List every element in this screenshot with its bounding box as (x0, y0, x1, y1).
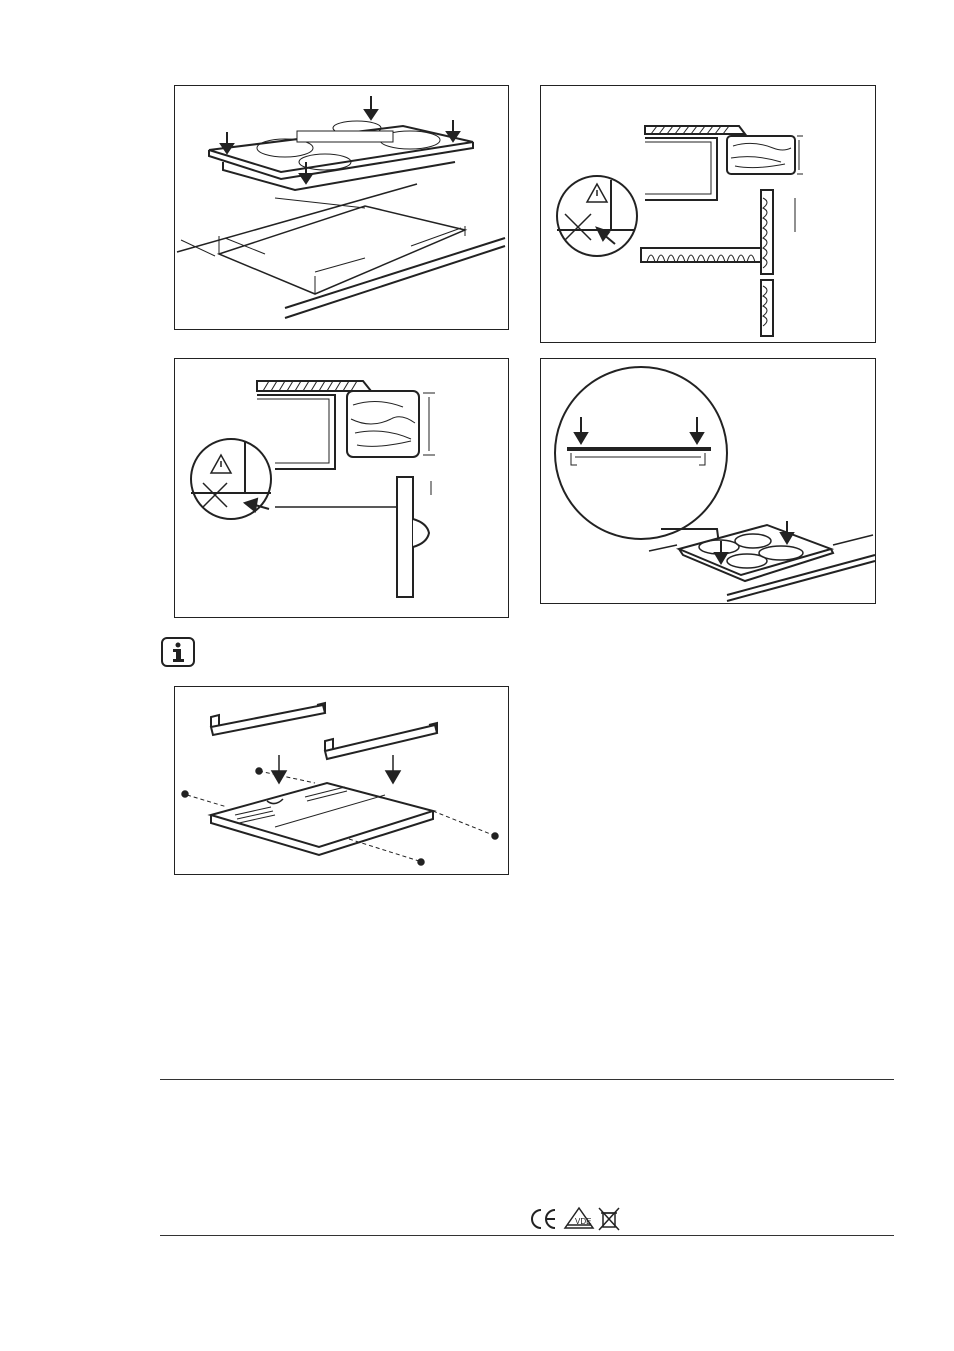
hob-installation-illustration (175, 86, 510, 331)
ce-mark-icon (532, 1210, 555, 1228)
figure-mounting-brackets (174, 686, 509, 875)
worktop-section-with-drawer-illustration (175, 359, 510, 619)
figure-worktop-section (540, 85, 876, 343)
separator-line (160, 1079, 894, 1080)
mounting-brackets-illustration (175, 687, 510, 876)
figure-press-hob (540, 358, 876, 604)
svg-text:VDE: VDE (575, 1217, 591, 1226)
figure-worktop-section-drawer (174, 358, 509, 618)
certification-marks: VDE (527, 1206, 627, 1232)
separator-line (160, 1235, 894, 1236)
crossed-out-bin-icon (599, 1208, 619, 1230)
worktop-section-illustration (541, 86, 877, 344)
information-icon (160, 636, 196, 668)
press-hob-into-worktop-illustration (541, 359, 877, 605)
figure-hob-cutout (174, 85, 509, 330)
